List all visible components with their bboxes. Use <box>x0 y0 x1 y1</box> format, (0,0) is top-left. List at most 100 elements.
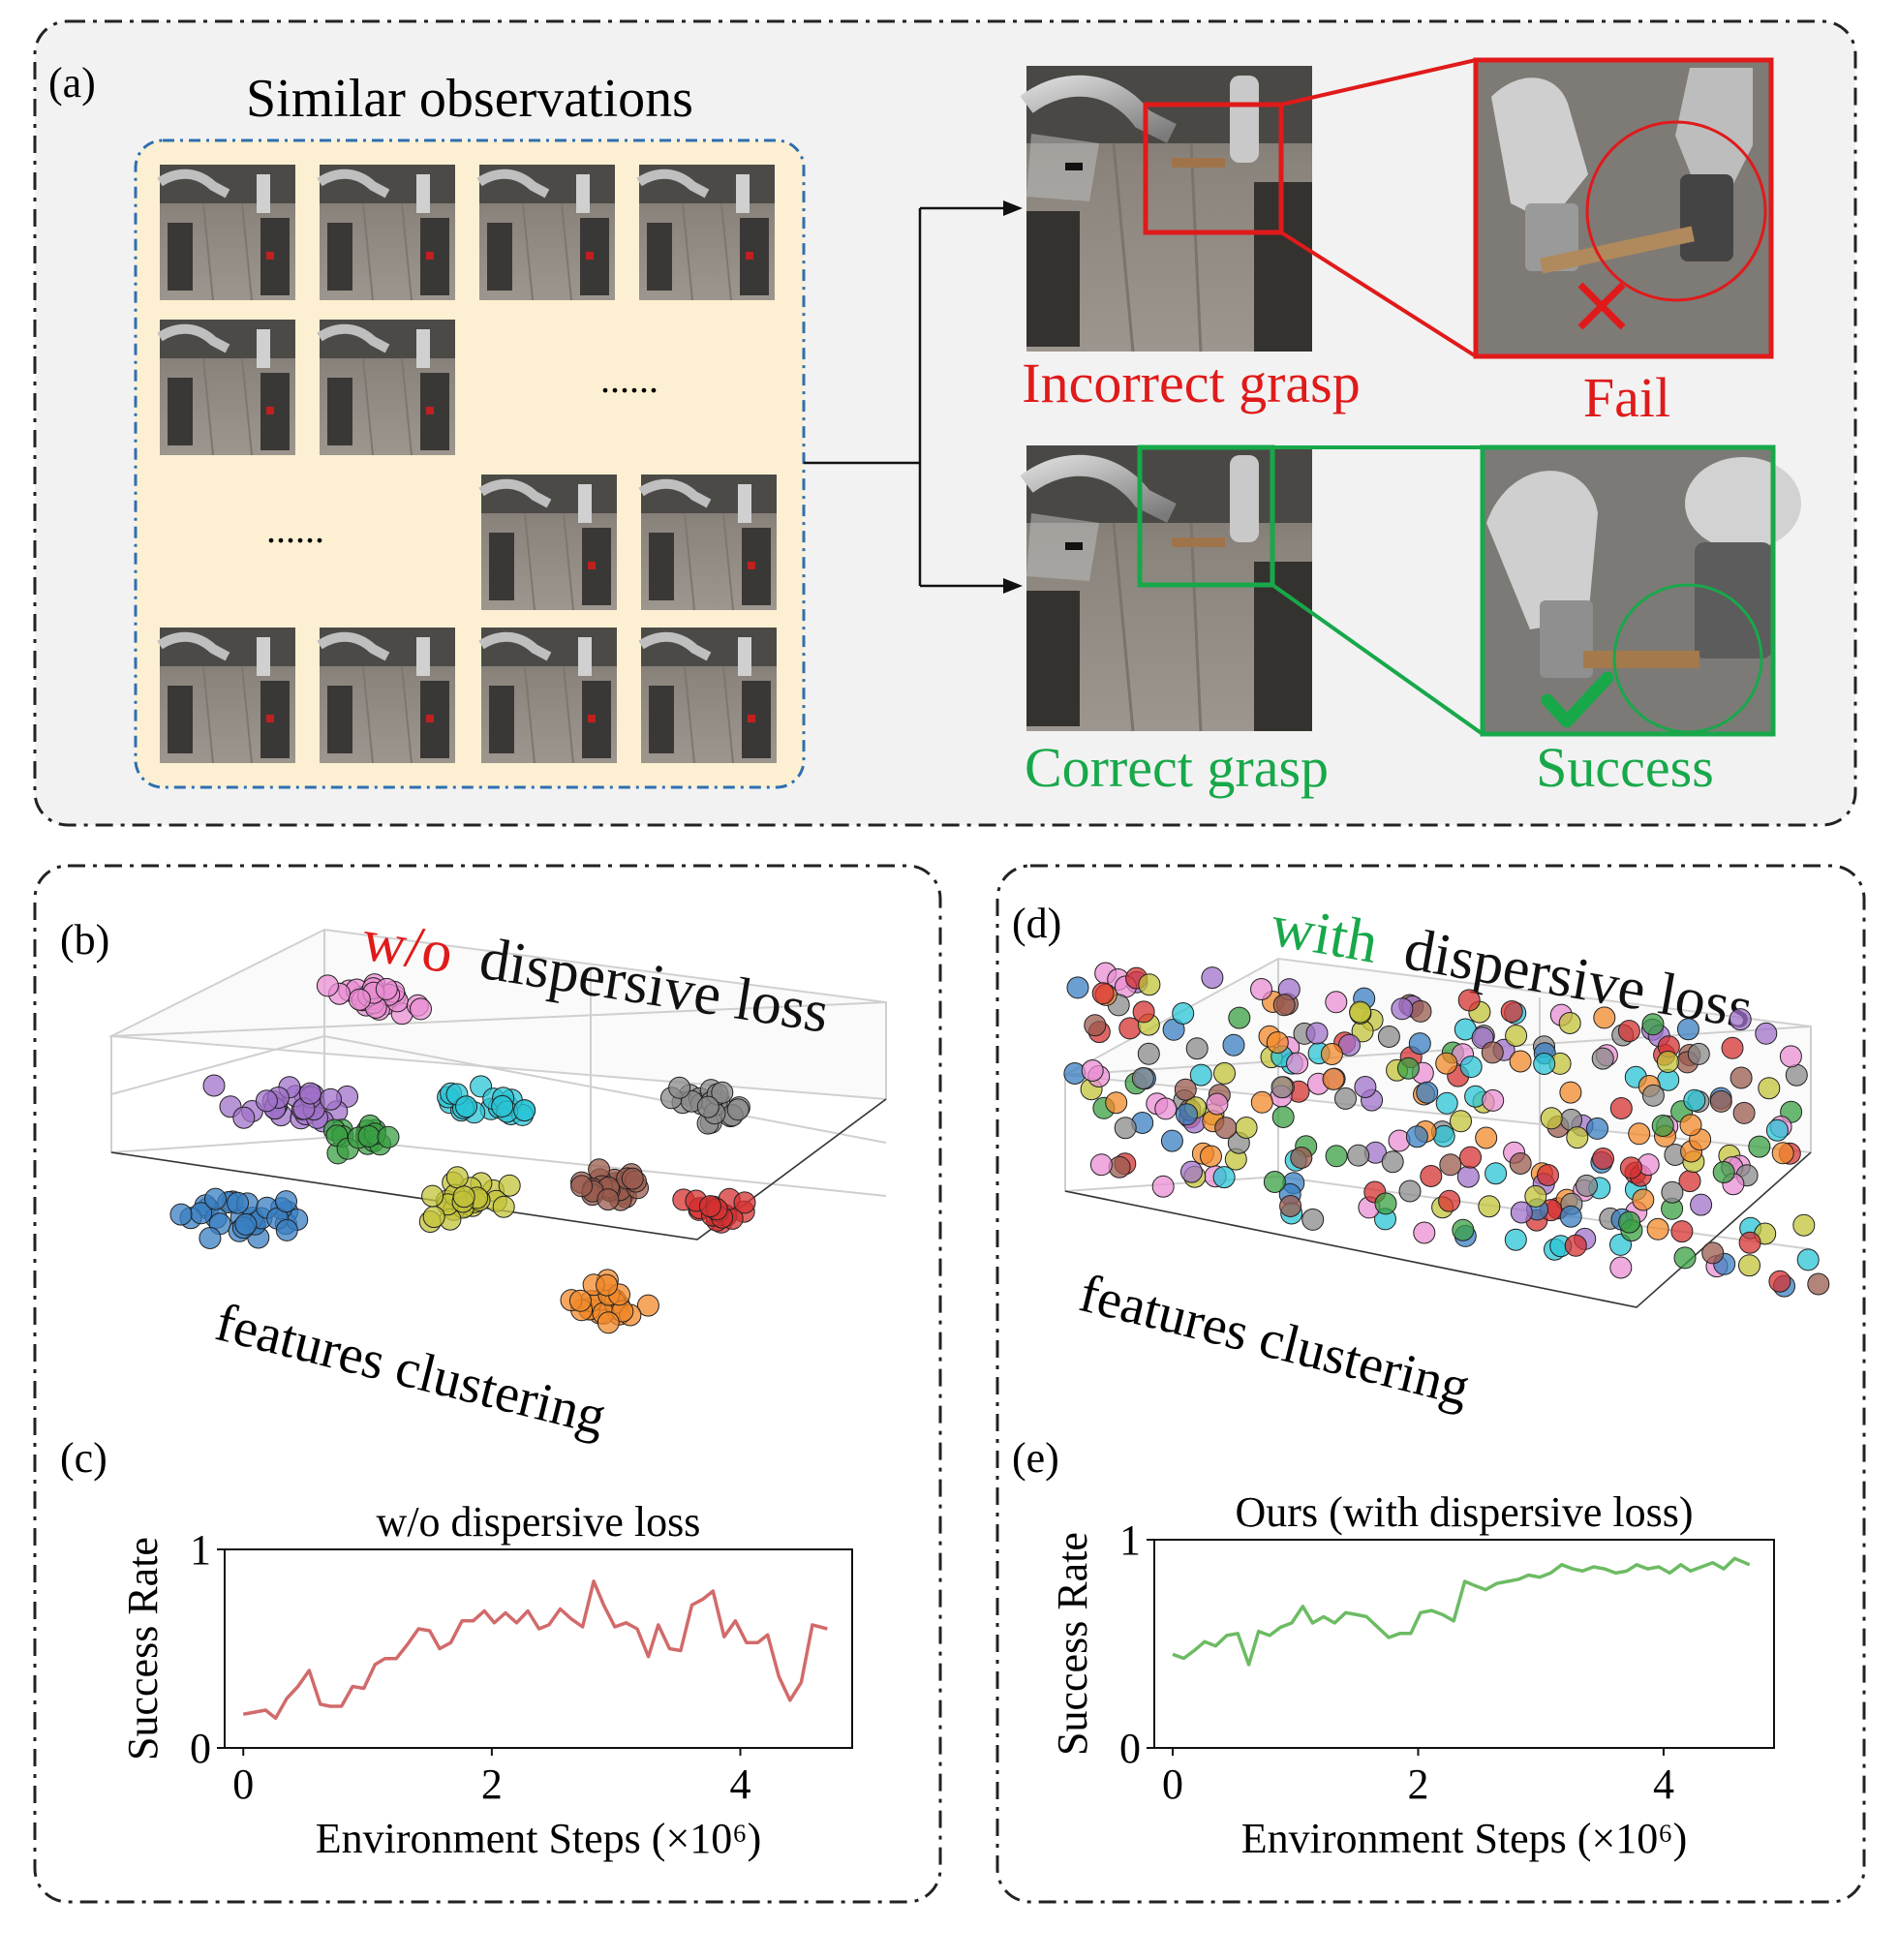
scatter-point-gray <box>1687 1042 1710 1065</box>
correct-grasp-image <box>1026 445 1312 731</box>
scatter-point-orange <box>1320 1043 1343 1065</box>
scatter-point-cyan <box>1504 1228 1527 1251</box>
scatter-point-red <box>1619 1156 1642 1179</box>
scatter-point-cyan <box>1435 1091 1458 1115</box>
cluster-point-green <box>377 1125 400 1148</box>
cluster-point-olive <box>445 1166 469 1189</box>
scatter-point-gray <box>1576 1174 1598 1197</box>
scatter-point-gray <box>1398 1179 1422 1203</box>
scatter-point-blue <box>1559 1205 1582 1228</box>
scatter-point-red <box>1670 1220 1694 1243</box>
scatter-point-cyan <box>1683 1088 1706 1112</box>
scatter3d-b-box <box>107 928 887 1241</box>
cluster-point-cyan <box>491 1094 514 1118</box>
scatter-point-brown <box>1439 1153 1462 1177</box>
scatter-point-red <box>1459 1146 1482 1169</box>
branch-arrows <box>804 206 1007 588</box>
cluster-point-blue <box>199 1227 222 1249</box>
scatter-point-red <box>1091 982 1115 1005</box>
scatter-point-purple <box>1180 1160 1203 1183</box>
scatter-point-pink <box>1154 1097 1178 1120</box>
cluster-point-red <box>733 1191 756 1214</box>
panel-c-label: (c) <box>60 1434 107 1482</box>
scatter-point-olive <box>1738 1254 1760 1277</box>
observation-image <box>320 628 455 763</box>
scatter-point-purple <box>1391 997 1414 1021</box>
x-tick-label: 4 <box>730 1761 751 1808</box>
panel-a-label: (a) <box>48 59 96 107</box>
scatter-point-olive <box>1505 1025 1528 1047</box>
panel-b-label: (b) <box>60 916 109 964</box>
scatter-point-orange <box>1266 1031 1289 1054</box>
scatter-point-olive <box>1213 1061 1236 1085</box>
scatter-point-cyan <box>1432 1124 1455 1148</box>
scatter-point-brown <box>1290 1147 1313 1169</box>
scatter-point-green <box>1712 1161 1735 1183</box>
zoom-line <box>1279 230 1478 358</box>
scatter-point-blue <box>1066 976 1089 999</box>
scatter-point-brown <box>1272 994 1296 1017</box>
cluster-point-blue <box>275 1190 297 1213</box>
scatter-point-orange <box>1646 1217 1669 1240</box>
scatter-point-green <box>1228 1006 1251 1029</box>
scatter-point-orange <box>1250 1090 1273 1114</box>
cluster-point-blue <box>204 1187 227 1210</box>
cluster-point-pink <box>316 974 339 997</box>
scatter-point-blue <box>1416 1081 1439 1104</box>
scatter-point-orange <box>1679 1114 1702 1137</box>
scatter-point-gray <box>1301 1208 1325 1231</box>
observation-image <box>479 165 615 300</box>
cluster-point-gray <box>696 1095 719 1118</box>
scatter-point-olive <box>1566 1126 1589 1149</box>
scatter-point-purple <box>1305 1022 1329 1045</box>
cluster-point-orange <box>596 1273 619 1297</box>
scatter-point-gray <box>1641 1084 1665 1107</box>
plot-area <box>1153 1539 1775 1749</box>
scatter-point-gray <box>1114 1117 1137 1140</box>
cluster-point-olive <box>422 1206 445 1229</box>
scatter-point-olive <box>1558 1012 1581 1034</box>
scatter-point-purple <box>1510 1201 1533 1224</box>
cluster-point-red <box>698 1195 721 1218</box>
scatter-point-olive <box>1758 1077 1781 1100</box>
scatter-point-red <box>1738 1231 1761 1254</box>
plot-area <box>224 1548 853 1749</box>
scatter-point-purple <box>1354 1076 1377 1098</box>
observations-title: Similar observations <box>246 69 693 129</box>
zoom-line <box>1280 58 1477 107</box>
cluster-point-blue <box>227 1191 249 1214</box>
scatter-point-blue <box>1676 1018 1699 1041</box>
scatter-point-orange <box>1771 1142 1794 1165</box>
scatter-point-blue <box>1586 1117 1608 1140</box>
scatter-point-purple <box>1690 1193 1713 1216</box>
scatter-point-red <box>1420 1165 1443 1187</box>
scatter-point-red <box>1564 1234 1587 1257</box>
scatter-point-olive <box>1656 1051 1679 1073</box>
observation-image <box>320 165 455 300</box>
cluster-point-olive <box>452 1185 475 1209</box>
scatter-point-cyan <box>1172 1002 1195 1025</box>
cluster-point-pink <box>348 988 371 1011</box>
scatter-point-brown <box>1174 1078 1197 1101</box>
cluster-point-cyan <box>455 1095 477 1118</box>
panel-e-label: (e) <box>1012 1434 1059 1482</box>
success-label: Success <box>1536 736 1714 799</box>
scatter-point-orange <box>1475 1126 1498 1149</box>
ellipsis-top: ...... <box>600 357 658 401</box>
scatter-point-brown <box>1509 1152 1532 1175</box>
y-tick-label: 0 <box>190 1725 211 1772</box>
scatter-point-orange <box>1509 1050 1532 1073</box>
scatter-point-orange <box>1322 1067 1345 1090</box>
scatter-point-purple <box>1338 1033 1361 1057</box>
cluster-point-brown <box>621 1167 644 1190</box>
scatter-point-pink <box>1151 1175 1175 1198</box>
fail-label: Fail <box>1583 366 1670 429</box>
scatter-point-pink <box>1286 1052 1309 1075</box>
cluster-point-pink <box>410 997 432 1021</box>
cluster-point-olive <box>498 1174 521 1197</box>
cluster-point-cyan <box>513 1099 536 1122</box>
scatter-point-gray <box>1347 1144 1370 1167</box>
panel-d-label: (d) <box>1012 900 1061 947</box>
